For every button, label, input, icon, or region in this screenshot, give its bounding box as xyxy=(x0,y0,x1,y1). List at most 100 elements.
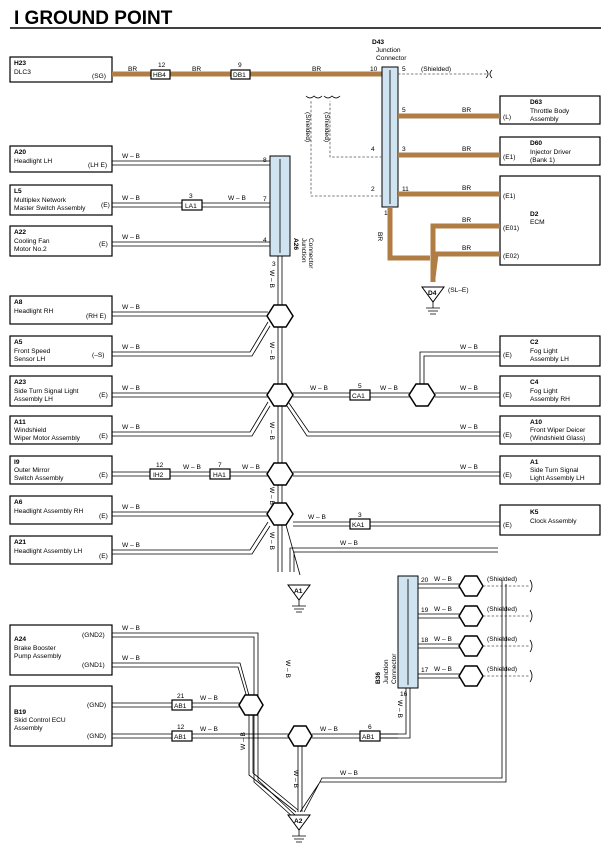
shield-line-1 xyxy=(329,101,382,158)
b19-name1: Skid Control ECU xyxy=(14,717,66,724)
wire-a21 xyxy=(112,521,271,555)
b36-pin-16: 16 xyxy=(400,691,408,698)
a1-code: A1 xyxy=(530,459,539,466)
d60-pin: (E1) xyxy=(503,154,515,161)
inline-ha1-pin: 7 xyxy=(218,462,222,469)
ground-d4-symbol xyxy=(426,302,440,315)
wire-i9 xyxy=(112,471,268,477)
a1-name1: Side Turn Signal xyxy=(530,467,579,474)
inline-ha1-label: HA1 xyxy=(213,472,226,479)
component-a8 xyxy=(9,295,113,325)
wire-label-k5: W – B xyxy=(308,514,327,521)
wire-label-l5b: W – B xyxy=(228,195,247,202)
shield-label-b36-20: (Shielded) xyxy=(487,576,517,583)
wire-label-a8: W – B xyxy=(122,304,141,311)
c2-name2: Assembly LH xyxy=(530,356,569,363)
a8-name: Headlight RH xyxy=(14,308,53,315)
wire-label-trunk-4: W – B xyxy=(268,487,275,506)
a11-pin: (E) xyxy=(99,433,108,440)
d2-code: D2 xyxy=(530,211,539,218)
wire-b19-gnd2 xyxy=(112,733,290,739)
k5-code: K5 xyxy=(530,509,539,516)
d2-name: ECM xyxy=(530,219,545,226)
wire-label-br-d60: BR xyxy=(462,146,471,153)
wire-b36-17 xyxy=(418,673,462,679)
b19-name2: Assembly xyxy=(14,725,43,732)
wire-a20 xyxy=(112,160,270,166)
a26-name2: Connector xyxy=(307,238,314,269)
wire-label-trunk-1: W – B xyxy=(268,270,275,289)
wire-label-trunk-2: W – B xyxy=(268,342,275,361)
inline-ha1 xyxy=(209,468,231,480)
a26-name1: Junction xyxy=(300,238,307,263)
wire-label-br-2: BR xyxy=(192,66,201,73)
inline-db1 xyxy=(230,69,251,80)
shield-break-icons-b36 xyxy=(529,579,533,683)
splice-node-4 xyxy=(266,462,294,486)
b36-name2: Connector xyxy=(391,653,398,684)
c2-code: C2 xyxy=(530,339,539,346)
d60-code: D60 xyxy=(530,140,542,147)
wire-label-a20: W – B xyxy=(122,153,141,160)
inline-ab1a-pin: 21 xyxy=(177,693,185,700)
c2-name1: Fog Light xyxy=(530,348,558,355)
page-title: I GROUND POINT xyxy=(14,8,173,29)
d43-name1: Junction xyxy=(376,47,401,54)
d60-name2: (Bank 1) xyxy=(530,157,555,164)
wire-label-br-d4: BR xyxy=(376,232,383,241)
wire-a1-long xyxy=(285,524,498,576)
wire-label-br-3: BR xyxy=(312,66,321,73)
wire-a10 xyxy=(286,402,500,437)
inline-ab1c-pin: 6 xyxy=(368,724,372,731)
wire-b36-16 xyxy=(380,688,411,739)
i9-name2: Switch Assembly xyxy=(14,475,64,482)
a26-pin-3: 3 xyxy=(272,261,276,268)
a24-pin-gnd1: (GND1) xyxy=(82,662,105,669)
d43-shielded-label: (Shielded) xyxy=(421,66,451,73)
splice-node-b36-17 xyxy=(458,665,484,687)
wire-label-b36-17: W – B xyxy=(434,666,453,673)
component-d63 xyxy=(499,95,601,125)
component-a5 xyxy=(9,335,113,367)
wire-label-c4: W – B xyxy=(460,385,479,392)
wire-label-i9a: W – B xyxy=(183,464,202,471)
c4-code: C4 xyxy=(530,379,539,386)
wire-label-br-d63: BR xyxy=(462,107,471,114)
d43-pin-5: 5 xyxy=(402,107,406,114)
a1-name2: Light Assembly LH xyxy=(530,475,585,482)
a26-pin-7: 7 xyxy=(263,196,267,203)
wire-label-a24-long: W – B xyxy=(284,660,291,679)
b36-pin-20: 20 xyxy=(421,577,429,584)
inline-la1 xyxy=(181,199,203,211)
inline-ca1-pin: 5 xyxy=(358,383,362,390)
inline-ab1c-label: AB1 xyxy=(362,734,375,741)
inline-hb4-label: HB4 xyxy=(153,72,166,79)
ground-a2 xyxy=(287,814,311,831)
inline-hb4-pin: 12 xyxy=(158,62,166,69)
component-l5 xyxy=(9,184,113,216)
inline-la1-pin: 3 xyxy=(189,193,193,200)
b36-name1: Junction xyxy=(383,659,390,684)
wire-label-a22: W – B xyxy=(122,234,141,241)
d43-pin-1: 1 xyxy=(384,210,388,217)
ground-a1-symbol xyxy=(292,600,306,613)
wire-label-a11: W – B xyxy=(122,424,141,431)
d2-pin-e02: (E02) xyxy=(503,253,519,260)
wire-label-b19-gnd2: W – B xyxy=(200,726,219,733)
a20-name: Headlight LH xyxy=(14,158,52,165)
a10-name1: Front Wiper Deicer xyxy=(530,427,586,434)
wire-label-long-a2: W – B xyxy=(340,770,359,777)
a6-name: Headlight Assembly RH xyxy=(14,508,84,515)
a1-pin: (E) xyxy=(503,472,512,479)
wire-label-b36-18: W – B xyxy=(434,636,453,643)
ground-a1-label: A1 xyxy=(294,588,303,595)
component-a20 xyxy=(9,145,113,173)
shield-label-1: (Shielded) xyxy=(304,112,311,142)
a8-pin: (RH E) xyxy=(86,313,106,320)
k5-name: Clock Assembly xyxy=(530,518,577,525)
ground-d4-pin: (SL–E) xyxy=(448,287,469,294)
wire-a23 xyxy=(112,392,268,398)
component-d2 xyxy=(499,175,601,266)
component-a1 xyxy=(499,455,601,485)
